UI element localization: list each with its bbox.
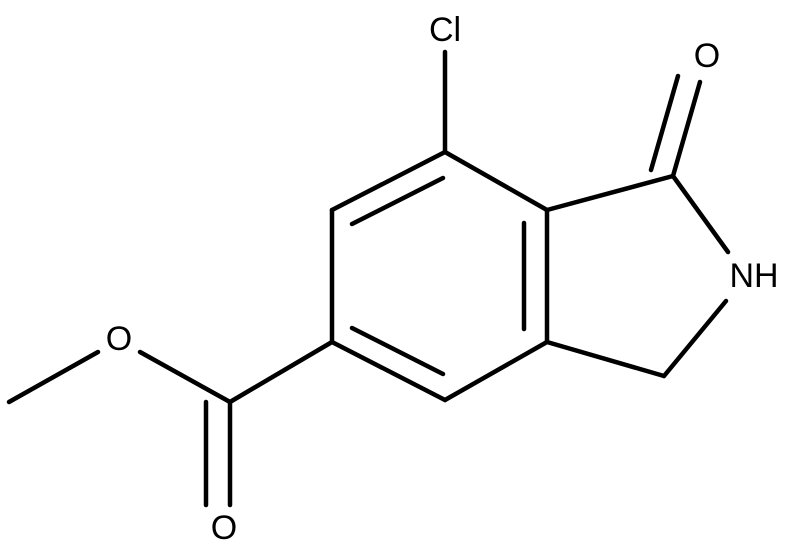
bond-c4-c5: [329, 339, 448, 403]
bond-c1-o-b: [648, 73, 681, 173]
atom-label-carbonyl-o: O: [211, 509, 237, 547]
atom-label-ester-o: O: [106, 320, 132, 358]
atom-label-ketone-o: O: [694, 37, 720, 75]
bond-c3a-c4: [442, 339, 550, 403]
bond-c4-c5-inner: [349, 325, 446, 377]
atom-label-cl: Cl: [429, 11, 461, 49]
bond-n-c3: [661, 298, 729, 379]
atom-label-nh: NH: [729, 257, 778, 295]
bond-c7-c7a: [442, 149, 550, 213]
bond-c3-c3a: [544, 339, 667, 379]
bond-c6-c7-inner: [349, 175, 446, 227]
bond-c1-n: [670, 173, 731, 255]
bond-o-methyl: [6, 349, 101, 405]
bond-c1-o-a: [670, 79, 703, 179]
bond-c5-cester: [227, 339, 335, 405]
bond-cester-o-single: [137, 349, 233, 405]
bond-c6-c7: [329, 149, 448, 213]
bond-c7a-c1: [544, 173, 676, 213]
